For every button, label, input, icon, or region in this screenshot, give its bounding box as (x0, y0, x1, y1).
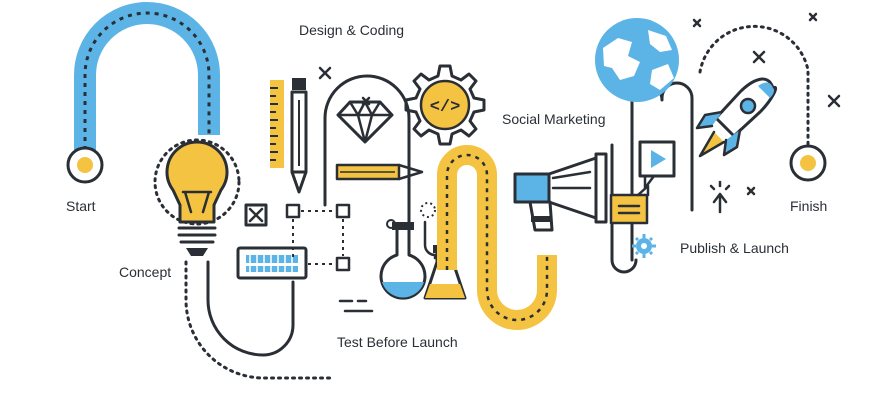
lightbulb-icon (153, 138, 241, 256)
label-publish-launch: Publish & Launch (680, 240, 789, 256)
yellow-path (437, 145, 557, 330)
globe-icon (595, 18, 679, 102)
design-loop (323, 74, 411, 224)
start-arch (74, 2, 220, 165)
dash-marks (338, 299, 374, 313)
svg-text:</>: </> (430, 98, 461, 117)
start-node (66, 146, 104, 184)
rocket-icon (695, 77, 778, 158)
chat-bubble-icon (609, 184, 650, 225)
launch-arrow-icon (709, 180, 731, 214)
sparkle-icon (692, 12, 841, 196)
social-rail (610, 143, 638, 274)
bubbles-icon (386, 202, 436, 229)
flask-round-icon (379, 220, 427, 300)
label-finish: Finish (790, 198, 828, 214)
sparkle-icon (318, 66, 371, 106)
ruler-icon (270, 80, 284, 168)
rocket-trajectory (698, 24, 810, 147)
label-start: Start (66, 198, 96, 214)
concept-loop (206, 260, 295, 357)
pencil-icon (290, 78, 308, 194)
settings-gear-icon (632, 234, 656, 258)
pencil-horizontal-icon (335, 163, 424, 181)
wireframe-icon (244, 203, 351, 272)
concept-connector (184, 260, 332, 380)
label-design-coding: Design & Coding (299, 22, 405, 38)
keyboard-icon (236, 246, 308, 280)
megaphone-icon (513, 152, 608, 232)
label-concept: Concept (119, 264, 172, 280)
diamond-icon (336, 100, 394, 144)
code-gear-icon: </> (404, 64, 486, 146)
label-test-before-launch: Test Before Launch (337, 334, 458, 350)
finish-node (789, 144, 827, 182)
play-icon (638, 140, 676, 190)
label-social-marketing: Social Marketing (502, 111, 606, 127)
